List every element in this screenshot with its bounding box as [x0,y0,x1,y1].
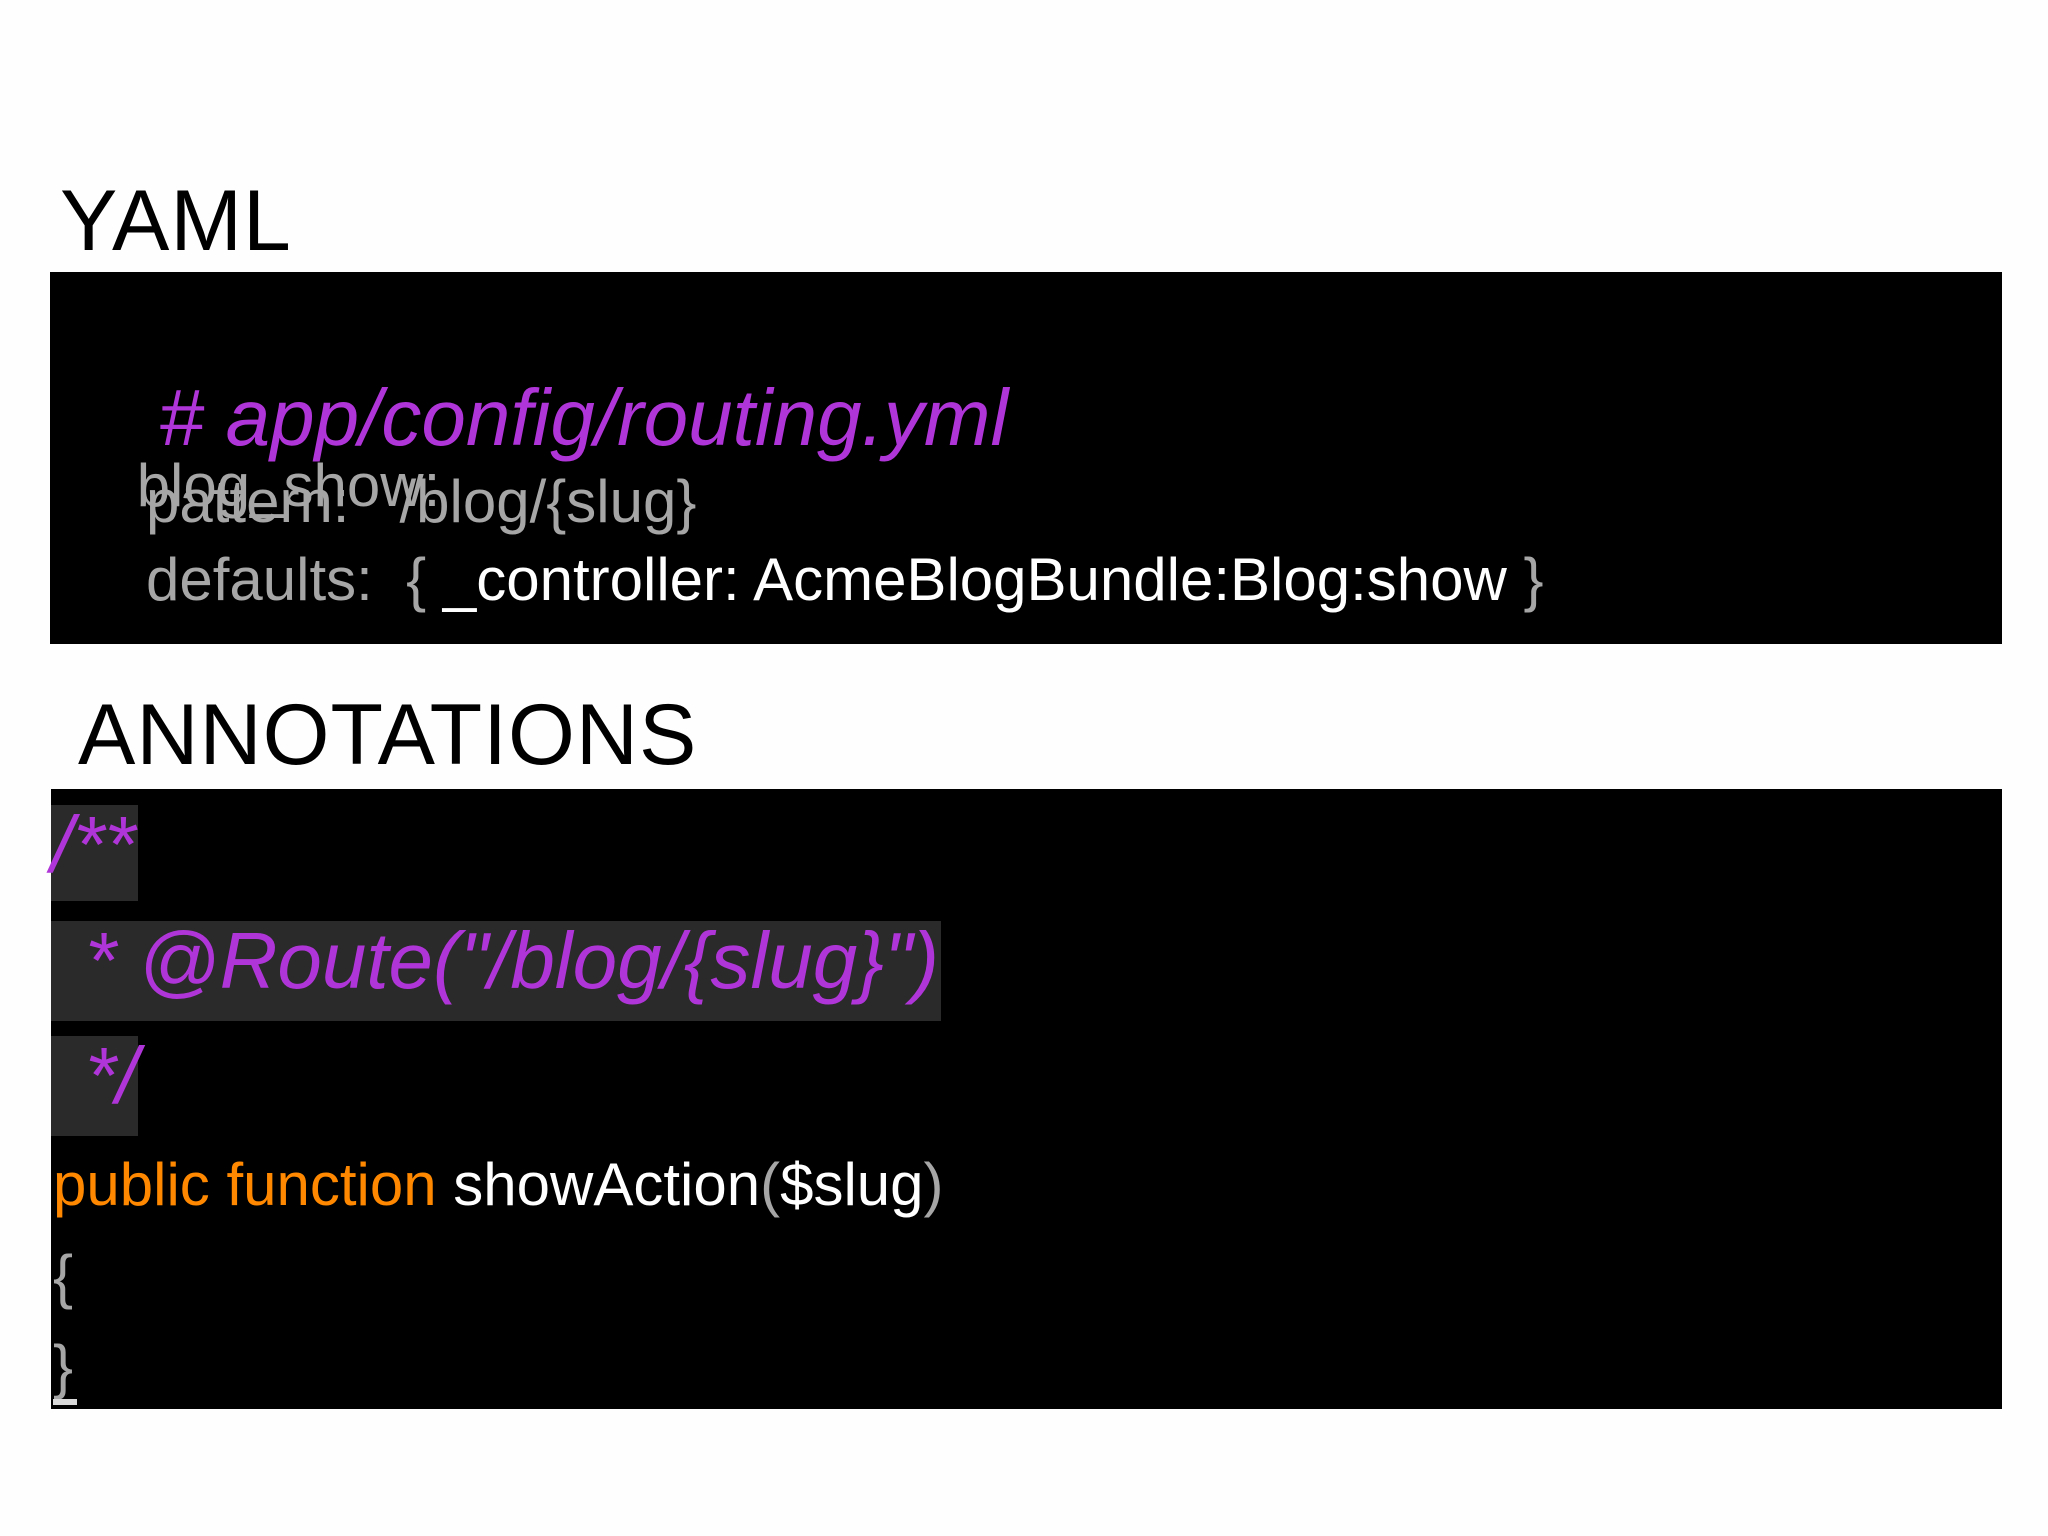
paren-close: ) [923,1151,944,1218]
route-annotation: @Route("/blog/{slug}") [138,916,940,1005]
yaml-code-block: # app/config/routing.yml blog_show: patt… [50,272,2002,644]
yaml-route-name: blog_show: [136,452,441,519]
yaml-defaults-line: defaults: { _controller: AcmeBlogBundle:… [146,550,1544,610]
paren-open: ( [760,1151,781,1218]
brace-close: } [53,1333,74,1400]
brace-open: { [53,1243,74,1310]
docblock-close-line: */ [51,1036,139,1136]
function-param: $slug [780,1151,924,1218]
annotations-code-block: /** * @Route("/blog/{slug}") */ public f… [51,789,2002,1409]
yaml-defaults-open-brace: { [406,546,427,613]
text-cursor-mark [53,1399,77,1405]
yaml-defaults-close-brace: } [1523,546,1544,613]
brace-open-line: { [53,1247,73,1307]
keyword-public: public [53,1151,210,1218]
keyword-function: function [226,1151,437,1218]
annotations-heading: ANNOTATIONS [78,687,698,783]
yaml-controller-key: _controller: [442,546,740,613]
docblock-open: /** [51,800,136,889]
brace-close-line: } [53,1337,73,1397]
yaml-comment-line: # app/config/routing.yml [70,298,1008,538]
yaml-file-comment: # app/config/routing.yml [158,373,1009,462]
yaml-pattern-value: /blog/{slug} [399,468,697,535]
docblock-asterisk: * [85,916,139,1005]
yaml-heading: YAML [60,173,292,269]
yaml-defaults-key: defaults: [146,546,373,613]
route-annotation-line: * @Route("/blog/{slug}") [51,921,942,1021]
yaml-pattern-line: pattern: /blog/{slug} [146,472,696,532]
function-name: showAction [453,1151,761,1218]
docblock-open-line: /** [51,805,138,901]
function-signature-line: public function showAction($slug) [53,1155,944,1215]
docblock-close: */ [85,1031,139,1120]
yaml-route-name-line: blog_show: [70,396,441,576]
yaml-pattern-key: pattern: [146,468,350,535]
yaml-controller-value: AcmeBlogBundle:Blog:show [753,546,1507,613]
